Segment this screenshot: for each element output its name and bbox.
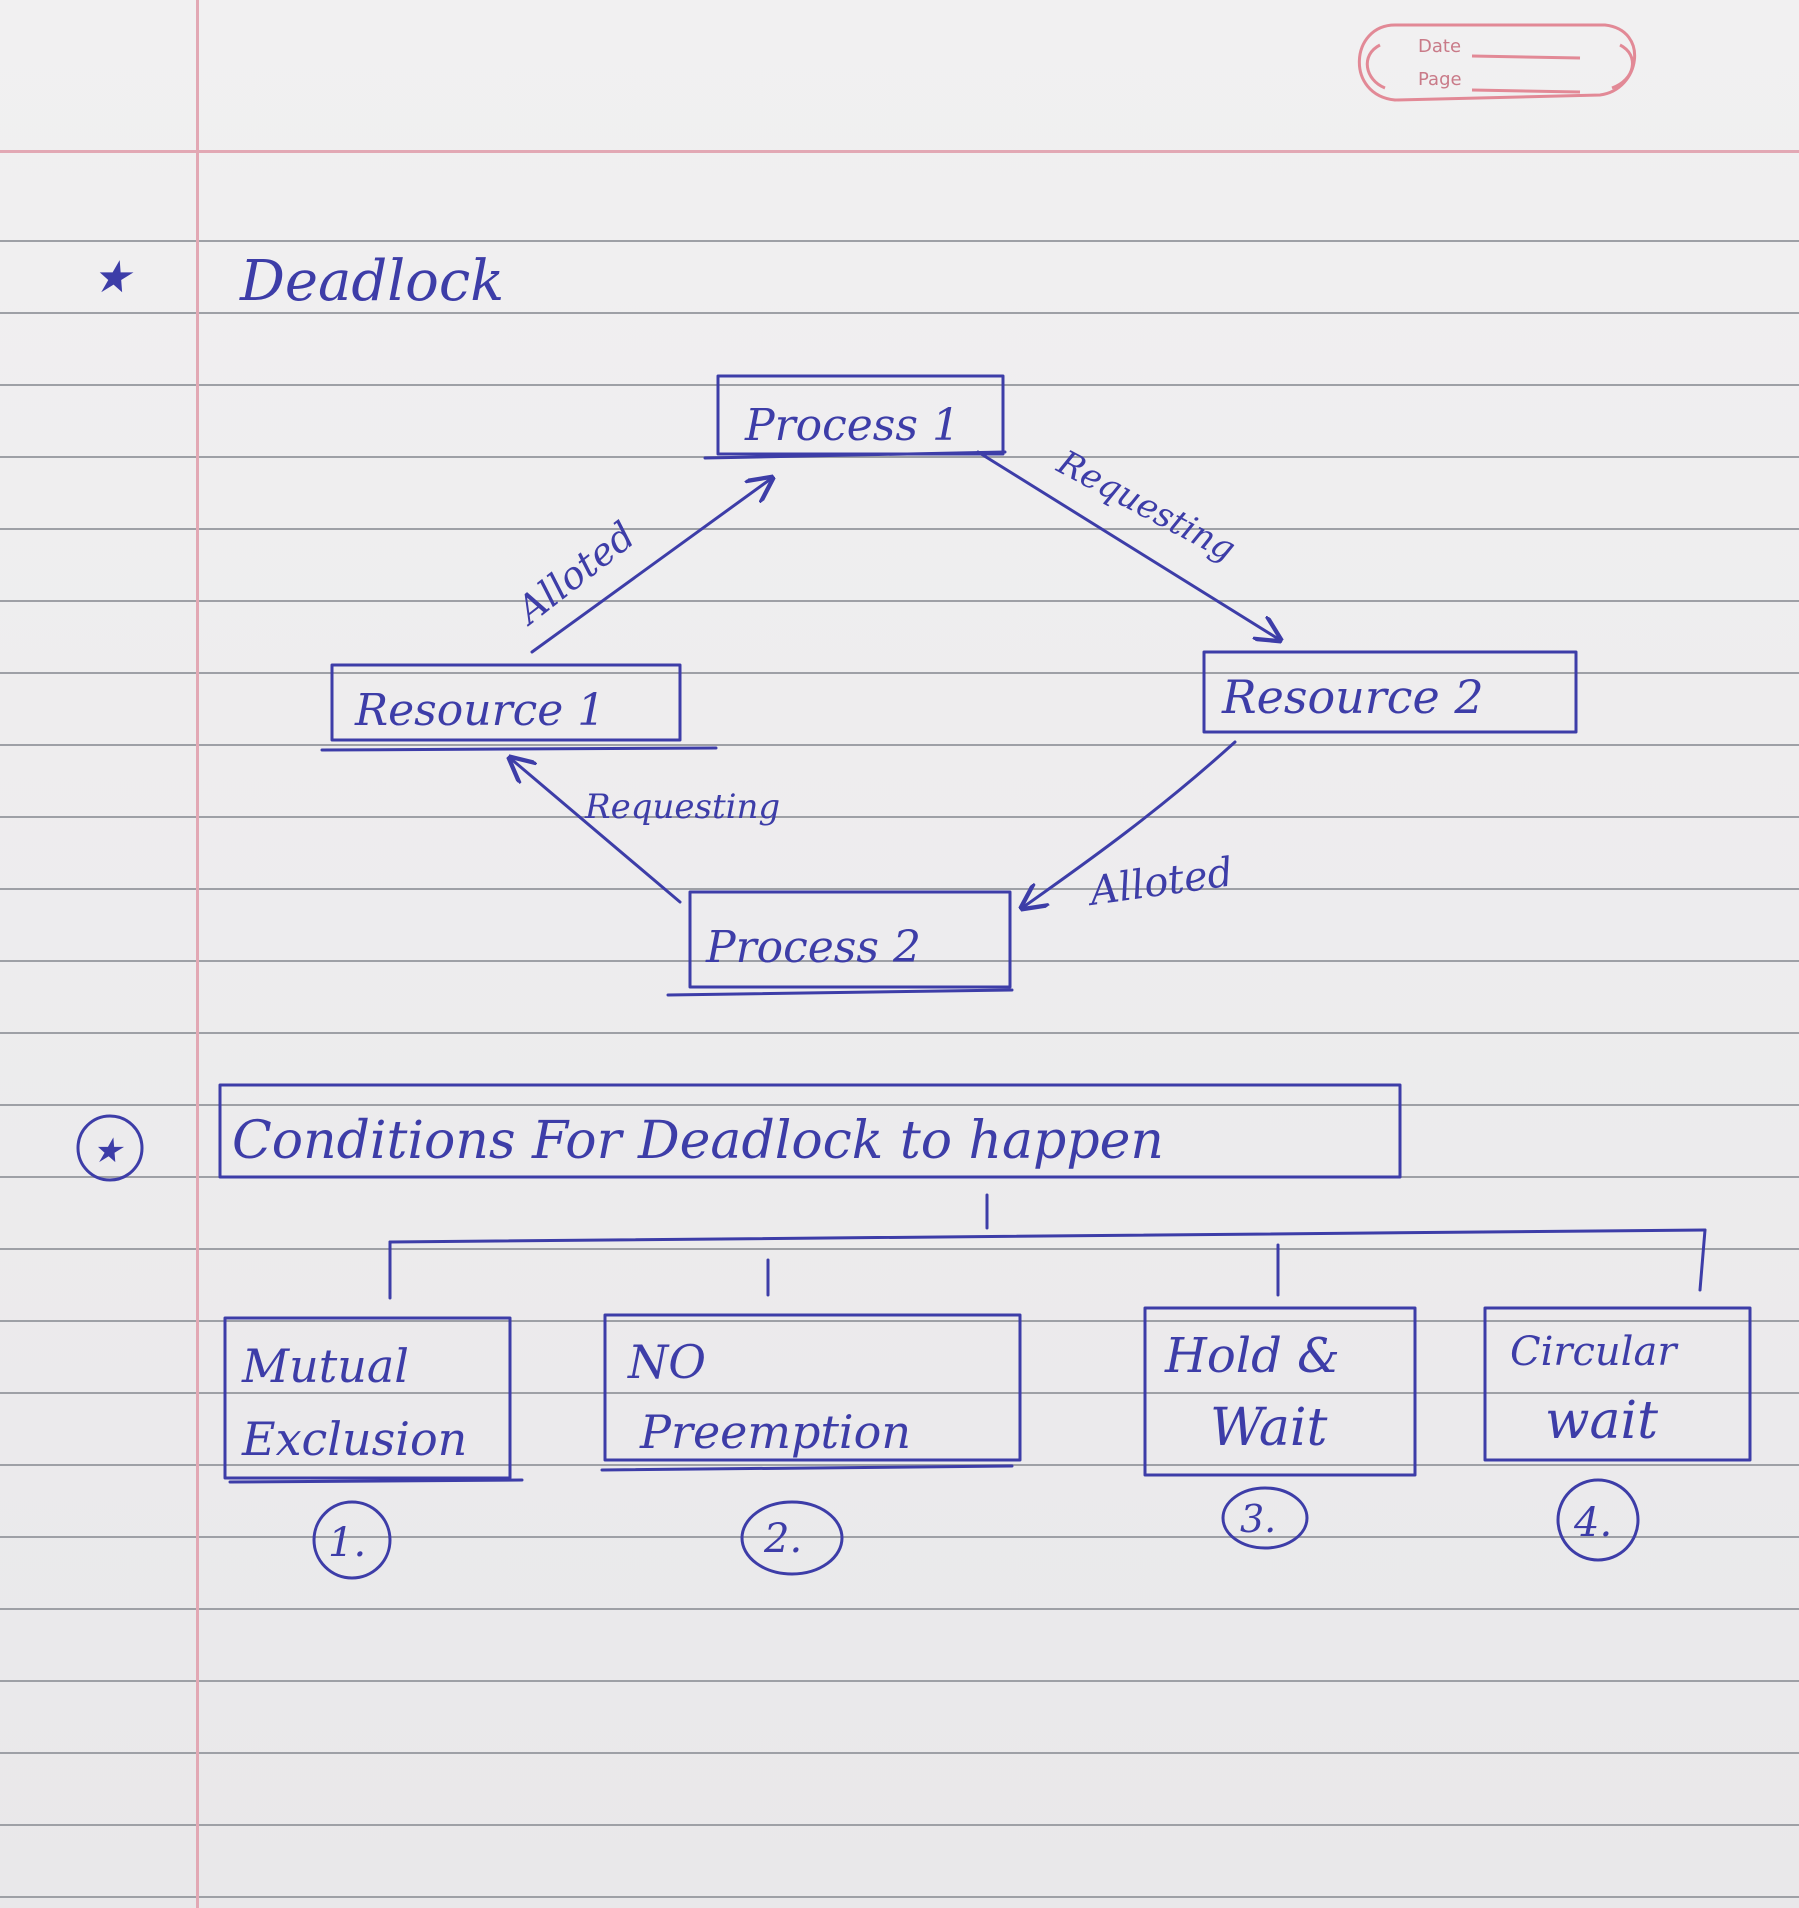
tree-branch xyxy=(388,1228,1707,1244)
condition-4-line1: Circular xyxy=(1510,1329,1679,1375)
title-bullet: ★ xyxy=(92,252,134,303)
resource2-node: Resource 2 xyxy=(1202,650,1578,734)
arrow-process1-to-resource2 xyxy=(976,450,1280,640)
page-line xyxy=(1471,88,1581,94)
top-margin-line xyxy=(0,150,1799,153)
page-label: Page xyxy=(1418,69,1462,90)
condition-2-line2: Preemption xyxy=(639,1405,911,1459)
date-page-stamp: Date Page xyxy=(1357,23,1637,102)
arrow-resource1-to-process1 xyxy=(530,478,772,654)
conditions-heading-text: Conditions For Deadlock to happen xyxy=(232,1111,1164,1171)
condition-4-line2: wait xyxy=(1545,1391,1658,1451)
edge-label-p1-r2: Requesting xyxy=(1050,442,1242,569)
condition-2-number: 2. xyxy=(763,1516,802,1562)
resource1-underline xyxy=(320,746,718,752)
condition-2-underline xyxy=(600,1464,1014,1472)
margin-line xyxy=(196,0,199,1908)
condition-3-number-circle xyxy=(1221,1486,1309,1550)
condition-3-line2: Wait xyxy=(1210,1398,1328,1458)
process2-box xyxy=(688,890,1012,989)
condition-1-number: 1. xyxy=(328,1520,366,1566)
process1-underline xyxy=(703,450,1007,460)
edge-label-p2-r1: Requesting xyxy=(584,787,780,827)
condition-3-line1: Hold & xyxy=(1164,1328,1340,1384)
resource2-label: Resource 2 xyxy=(1221,670,1484,724)
tree-drop-4 xyxy=(1698,1228,1707,1292)
process1-node: Process 1 xyxy=(703,374,1007,460)
condition-2: NO Preemption 2. xyxy=(600,1313,1022,1576)
conditions-bullet-circle xyxy=(76,1114,144,1182)
condition-2-box xyxy=(603,1313,1022,1462)
date-label: Date xyxy=(1418,36,1461,57)
stamp-outline xyxy=(1357,23,1637,102)
resource1-node: Resource 1 xyxy=(320,663,718,752)
arrow-resource2-to-process2 xyxy=(1022,740,1237,908)
page-title: Deadlock xyxy=(239,249,504,314)
condition-4-number: 4. xyxy=(1573,1500,1612,1546)
condition-3-number: 3. xyxy=(1240,1497,1276,1541)
condition-4-box xyxy=(1483,1306,1752,1462)
process2-underline xyxy=(666,988,1014,997)
condition-1-box xyxy=(223,1316,512,1480)
process1-label: Process 1 xyxy=(744,400,960,451)
conditions-heading-box xyxy=(218,1083,1402,1179)
condition-2-line1: NO xyxy=(627,1335,706,1389)
condition-1-line1: Mutual xyxy=(241,1339,409,1393)
stamp-swirl-left xyxy=(1365,43,1386,90)
conditions-heading: ★ Conditions For Deadlock to happen xyxy=(76,1083,1402,1182)
resource1-box xyxy=(330,663,682,742)
condition-2-number-circle xyxy=(740,1500,844,1576)
date-line xyxy=(1471,54,1581,60)
condition-1-line2: Exclusion xyxy=(241,1412,467,1466)
condition-4-number-circle xyxy=(1556,1478,1640,1562)
stamp-swirl-right xyxy=(1611,43,1634,90)
condition-3: Hold & Wait 3. xyxy=(1143,1306,1417,1550)
resource1-label: Resource 1 xyxy=(354,685,605,736)
conditions-bullet: ★ xyxy=(92,1131,125,1171)
arrow-process2-to-resource1 xyxy=(510,758,682,904)
process2-label: Process 2 xyxy=(705,922,921,973)
condition-1-underline xyxy=(228,1478,524,1484)
process2-node: Process 2 xyxy=(666,890,1014,997)
condition-1: Mutual Exclusion 1. xyxy=(223,1316,524,1580)
conditions-tree xyxy=(388,1193,1707,1300)
condition-4: Circular wait 4. xyxy=(1483,1306,1752,1562)
condition-1-number-circle xyxy=(312,1500,392,1580)
edge-label-r1-p1: Alloted xyxy=(506,513,643,634)
condition-3-box xyxy=(1143,1306,1417,1477)
resource2-box xyxy=(1202,650,1578,734)
edge-label-r2-p2: Alloted xyxy=(1083,849,1236,915)
